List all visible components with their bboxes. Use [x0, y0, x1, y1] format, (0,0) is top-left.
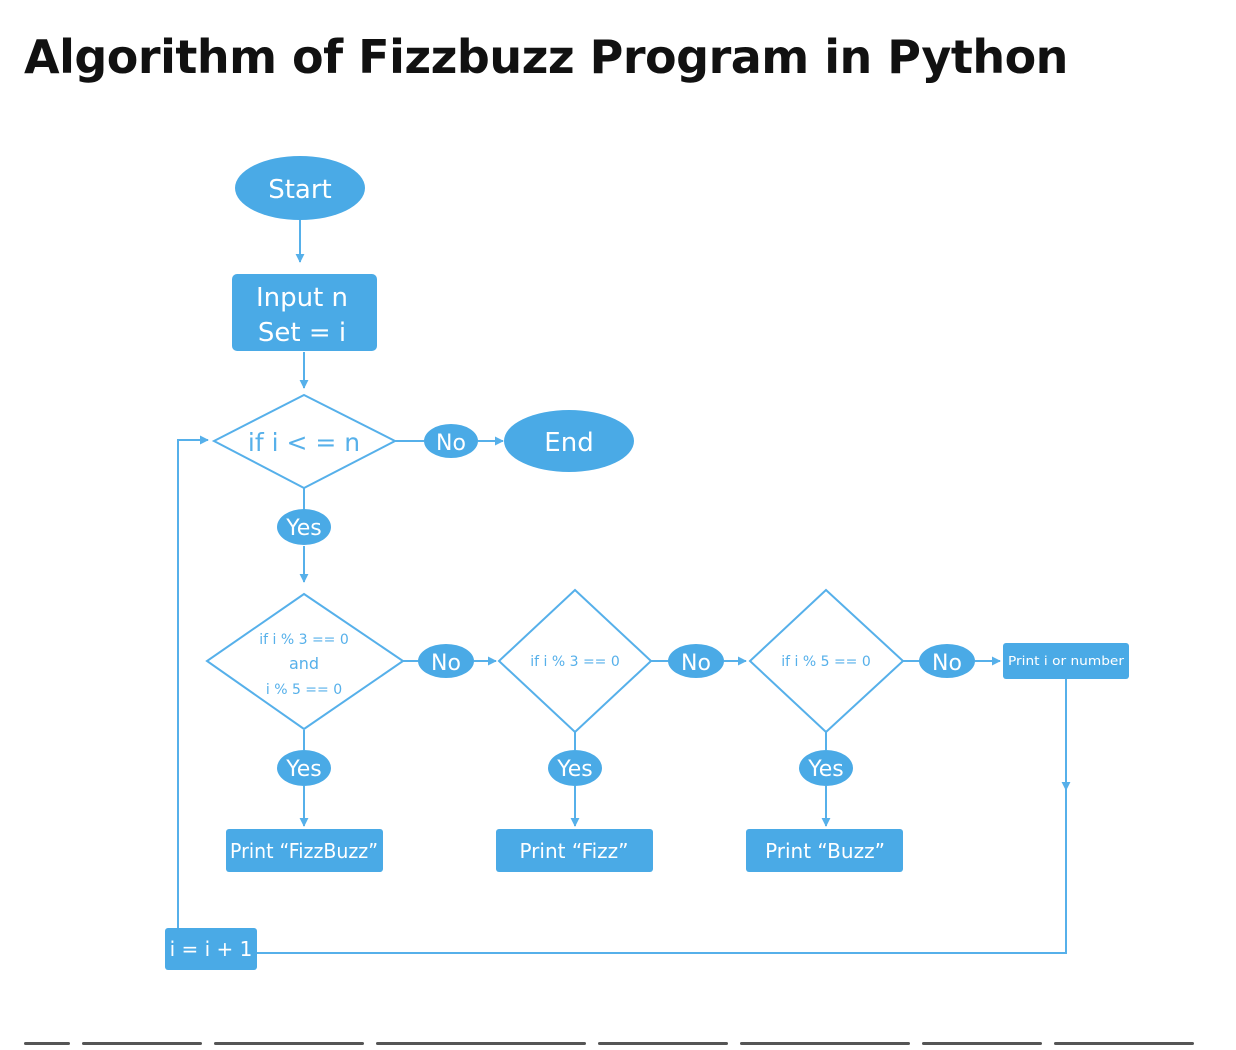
- fizzbuzz-condition-line1: if i % 3 == 0: [259, 632, 349, 648]
- end-node: End: [504, 410, 634, 472]
- fizzbuzz-condition-diamond: if i % 3 == 0 and i % 5 == 0: [205, 592, 405, 731]
- badge-yes-loop: Yes: [277, 509, 331, 545]
- increment-node: i = i + 1: [165, 928, 257, 970]
- buzz-condition-label: if i % 5 == 0: [781, 654, 871, 670]
- print-number-node: Print i or number: [1003, 643, 1129, 679]
- edge-increment-to-loop: [177, 435, 209, 928]
- loop-condition-label: if i < = n: [248, 428, 360, 457]
- page-title: Algorithm of Fizzbuzz Program in Python: [24, 30, 1068, 84]
- fizz-condition-diamond: if i % 3 == 0: [497, 588, 653, 734]
- badge-yes-fizz-label: Yes: [556, 757, 593, 782]
- badge-no-loop-label: No: [436, 431, 466, 456]
- badge-no-fizz: No: [668, 644, 724, 678]
- badge-no-fizzbuzz-label: No: [431, 651, 461, 676]
- badge-yes-fizz: Yes: [548, 750, 602, 786]
- print-buzz-label: Print “Buzz”: [765, 839, 885, 863]
- start-node: Start: [235, 156, 365, 220]
- end-label: End: [544, 428, 593, 458]
- print-fizz-node: Print “Fizz”: [496, 829, 653, 872]
- fizzbuzz-condition-line2: and: [289, 654, 319, 673]
- print-fizzbuzz-label: Print “FizzBuzz”: [230, 839, 378, 863]
- print-fizz-label: Print “Fizz”: [519, 839, 628, 863]
- badge-yes-buzz-label: Yes: [807, 757, 844, 782]
- print-buzz-node: Print “Buzz”: [746, 829, 903, 872]
- input-label-line1: Input n: [256, 283, 348, 313]
- connectors: [177, 220, 1071, 954]
- badge-no-buzz-label: No: [932, 651, 962, 676]
- loop-condition-diamond: if i < = n: [211, 393, 398, 490]
- badge-no-fizzbuzz: No: [418, 644, 474, 678]
- print-number-label: Print i or number: [1008, 653, 1125, 668]
- badge-no-buzz: No: [919, 644, 975, 678]
- edge-number-to-increment: [257, 790, 1067, 954]
- badge-yes-fizzbuzz: Yes: [277, 750, 331, 786]
- fizzbuzz-condition-line3: i % 5 == 0: [266, 682, 342, 698]
- badge-yes-fizzbuzz-label: Yes: [285, 757, 322, 782]
- badge-yes-buzz: Yes: [799, 750, 853, 786]
- start-label: Start: [268, 175, 332, 205]
- print-fizzbuzz-node: Print “FizzBuzz”: [226, 829, 383, 872]
- badge-no-loop: No: [424, 424, 478, 458]
- cut-off-paragraph: [24, 1030, 1214, 1050]
- input-node: Input n Set = i: [232, 274, 377, 351]
- increment-label: i = i + 1: [170, 937, 253, 961]
- badge-yes-loop-label: Yes: [285, 516, 322, 541]
- fizz-condition-label: if i % 3 == 0: [530, 654, 620, 670]
- buzz-condition-diamond: if i % 5 == 0: [748, 588, 905, 734]
- input-label-line2: Set = i: [258, 318, 346, 348]
- badge-no-fizz-label: No: [681, 651, 711, 676]
